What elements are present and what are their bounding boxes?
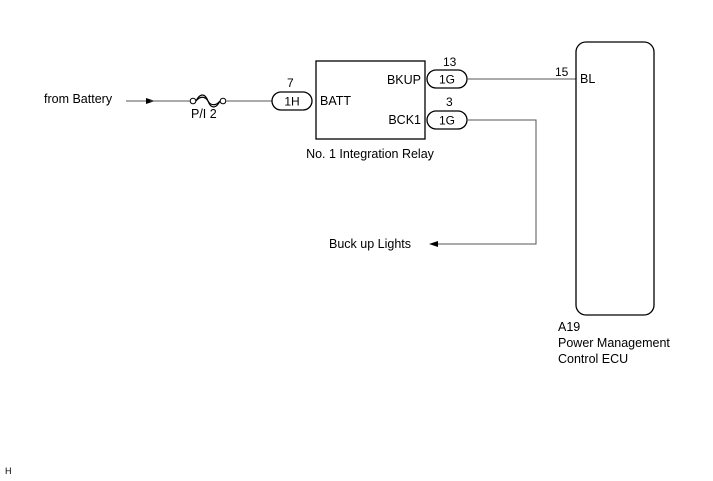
- wire-bck1-lights: [436, 119, 537, 245]
- ecu-box: [575, 41, 655, 316]
- fuse-label: P/I 2: [191, 107, 217, 121]
- connector-1h-code: 1H: [284, 95, 299, 109]
- terminal-bck1: BCK1: [388, 113, 421, 127]
- pin-7: 7: [287, 76, 294, 90]
- output-label: Buck up Lights: [329, 237, 411, 251]
- output-arrow: [429, 241, 438, 247]
- connector-1g-bkup-code: 1G: [439, 73, 455, 87]
- source-label: from Battery: [44, 92, 113, 106]
- ecu-code: A19: [558, 320, 580, 334]
- terminal-batt: BATT: [320, 94, 351, 108]
- pin-13: 13: [443, 55, 457, 69]
- ecu-name-line1: Power Management: [558, 336, 670, 350]
- connector-1g-bck1: 1G: [426, 110, 468, 130]
- pin-3: 3: [446, 95, 453, 109]
- integration-relay-box: [315, 60, 426, 140]
- terminal-bkup: BKUP: [387, 73, 421, 87]
- corner-mark: H: [5, 466, 12, 476]
- pin-15: 15: [555, 65, 569, 79]
- connector-1g-bck1-code: 1G: [439, 114, 455, 128]
- fuse-icon: [189, 94, 227, 108]
- connector-1g-bkup: 1G: [426, 69, 468, 89]
- ecu-terminal-bl: BL: [580, 72, 595, 86]
- ecu-name-line2: Control ECU: [558, 352, 628, 366]
- relay-name: No. 1 Integration Relay: [306, 147, 435, 161]
- connector-1h: 1H: [271, 91, 313, 111]
